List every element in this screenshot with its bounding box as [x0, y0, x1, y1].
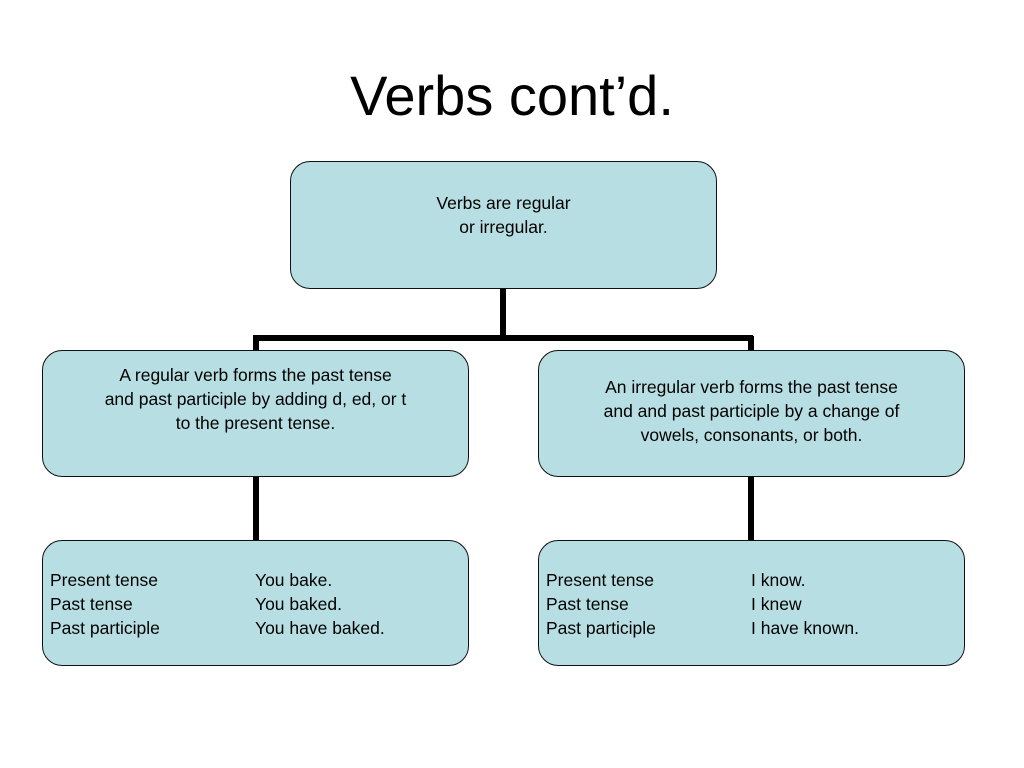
- example-value: You baked.: [255, 594, 342, 614]
- regular-verb-node: A regular verb forms the past tense and …: [42, 350, 469, 477]
- example-value: I have known.: [751, 618, 859, 638]
- example-value: You have baked.: [255, 618, 385, 638]
- irregular-verb-node: An irregular verb forms the past tense a…: [538, 350, 965, 477]
- example-label: Past tense: [50, 594, 133, 614]
- root-node: Verbs are regular or irregular.: [290, 161, 717, 289]
- irregular-examples-table: Present tense I know. Past tense I knew …: [546, 568, 951, 640]
- irregular-examples-node: Present tense I know. Past tense I knew …: [538, 540, 965, 666]
- irregular-verb-text: An irregular verb forms the past tense a…: [603, 377, 900, 445]
- example-label: Present tense: [50, 570, 158, 590]
- example-value: I know.: [751, 570, 806, 590]
- root-node-text: Verbs are regular or irregular.: [436, 193, 571, 237]
- regular-examples-table: Present tense You bake. Past tense You b…: [50, 568, 455, 640]
- example-value: I knew: [751, 594, 802, 614]
- example-label: Present tense: [546, 570, 654, 590]
- regular-examples-node: Present tense You bake. Past tense You b…: [42, 540, 469, 666]
- slide-title: Verbs cont’d.: [350, 64, 674, 127]
- example-label: Past participle: [50, 618, 160, 638]
- example-label: Past tense: [546, 594, 629, 614]
- regular-verb-text: A regular verb forms the past tense and …: [104, 364, 407, 433]
- example-value: You bake.: [255, 570, 333, 590]
- example-label: Past participle: [546, 618, 656, 638]
